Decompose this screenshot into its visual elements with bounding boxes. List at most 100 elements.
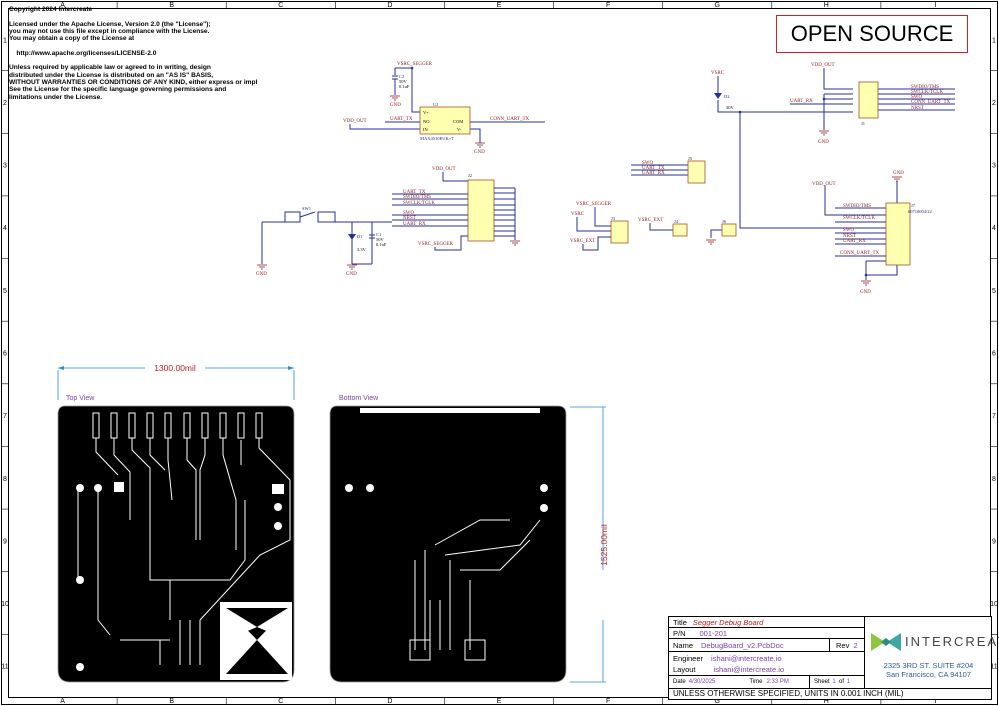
svg-text:30V: 30V — [726, 105, 735, 110]
pn-value: 001-201 — [699, 628, 728, 638]
layout-value: ishani@intercreate.io — [713, 665, 785, 674]
svg-text:VSRC_SEGGER: VSRC_SEGGER — [576, 202, 612, 207]
of-label: of — [839, 679, 845, 685]
zone-row-label: 7 — [992, 413, 996, 420]
svg-text:J6: J6 — [722, 219, 727, 224]
svg-text:GND: GND — [474, 150, 485, 155]
zone-row-label: 4 — [3, 225, 7, 232]
svg-text:3.3V: 3.3V — [357, 247, 367, 252]
intercreate-logo-icon — [871, 633, 901, 651]
svg-text:J1: J1 — [861, 121, 865, 126]
zone-row-label: 2 — [3, 100, 7, 107]
svg-text:VSRC_EXT: VSRC_EXT — [638, 218, 663, 223]
svg-text:VDD_OUT: VDD_OUT — [343, 119, 367, 124]
svg-text:NRST: NRST — [403, 216, 416, 221]
zone-row-label: 11 — [1, 664, 8, 671]
svg-text:VDD_OUT: VDD_OUT — [812, 182, 836, 187]
svg-text:NRST: NRST — [843, 234, 856, 239]
engineer-value: ishani@intercreate.io — [711, 653, 782, 663]
svg-text:VSRC_EXT: VSRC_EXT — [570, 239, 595, 244]
svg-text:MAX4510EUK+T: MAX4510EUK+T — [420, 136, 454, 141]
company-name: INTERCREATE — [905, 634, 999, 649]
zone-row-label: 6 — [992, 351, 996, 358]
time-label: Time — [749, 679, 763, 685]
top-view-label: Top View — [66, 395, 95, 402]
date-value: 4/30/2025 — [688, 679, 716, 685]
bottom-view-label: Bottom View — [339, 395, 379, 402]
zone-column-label: H — [824, 698, 829, 705]
svg-text:SW1: SW1 — [302, 206, 311, 211]
svg-text:J3: J3 — [611, 216, 616, 221]
svg-text:NO: NO — [423, 119, 430, 124]
svg-text:U1: U1 — [433, 102, 439, 107]
license-text: Copyright 2024 Intercreate Licensed unde… — [9, 6, 257, 101]
zone-column-label: G — [714, 698, 719, 705]
svg-text:V+: V+ — [423, 110, 429, 115]
svg-text:0.1uF: 0.1uF — [399, 84, 410, 89]
svg-text:GND: GND — [346, 272, 357, 277]
pcb-bottom-view: Bottom View 1525.00mil — [329, 395, 609, 683]
svg-text:UART_TX: UART_TX — [642, 166, 665, 171]
svg-text:CONN_UART_TX: CONN_UART_TX — [840, 251, 880, 256]
svg-text:GND: GND — [256, 272, 267, 277]
svg-text:UART_TX: UART_TX — [390, 117, 413, 122]
svg-text:SWDIO/TMS: SWDIO/TMS — [911, 85, 939, 90]
zone-column-label: G — [714, 2, 719, 9]
zone-row-label: 8 — [992, 476, 996, 483]
svg-text:SWO: SWO — [403, 211, 415, 216]
j2-connector: VDD_OUT J2 UART_TX SWDIO/TMS SWCLK/TCLK … — [256, 167, 520, 277]
small-connectors: J5 SWO UART_TX UART_RX VSRC_SEGGER VSRC … — [570, 156, 737, 251]
svg-text:J5: J5 — [688, 156, 693, 161]
svg-text:0.1uF: 0.1uF — [376, 242, 387, 247]
zone-column-label: D — [387, 698, 392, 705]
svg-text:IN: IN — [423, 127, 428, 132]
zone-column-label: B — [169, 698, 174, 705]
svg-text:J2: J2 — [468, 173, 472, 178]
svg-text:C1: C1 — [376, 232, 381, 237]
zone-row-label: 10 — [990, 601, 998, 608]
zone-row-label: 2 — [992, 100, 996, 107]
rev-value: 2 — [853, 641, 858, 650]
rev-label: Rev — [836, 641, 850, 650]
svg-text:SWO: SWO — [843, 228, 855, 233]
layout-label: Layout — [673, 665, 696, 674]
svg-text:VSRC: VSRC — [571, 212, 585, 217]
svg-text:V-: V- — [457, 127, 462, 132]
svg-text:UART_RX: UART_RX — [403, 222, 426, 227]
license-paragraph-1: Licensed under the Apache License, Versi… — [9, 20, 211, 43]
zone-column-label: C — [278, 2, 283, 9]
zone-column-label: I — [934, 698, 936, 705]
zone-row-label: 1 — [3, 37, 7, 44]
sheet-value: 1 — [832, 679, 836, 685]
j7-connector: GND VDD_OUT J7 60710004/22 SWDIO/TMS SWC… — [812, 171, 932, 295]
svg-text:60710004/22: 60710004/22 — [908, 209, 932, 214]
zone-column-label: F — [606, 2, 610, 9]
svg-text:VSRC_SEGGER: VSRC_SEGGER — [418, 242, 454, 247]
svg-text:SWCLK/TCLK: SWCLK/TCLK — [403, 201, 435, 206]
svg-text:UART_RX: UART_RX — [642, 171, 665, 176]
svg-text:COM: COM — [453, 119, 463, 124]
zone-row-label: 8 — [3, 476, 7, 483]
zone-column-label: C — [278, 698, 283, 705]
svg-text:VDD_OUT: VDD_OUT — [811, 63, 835, 68]
svg-text:CONN_UART_TX: CONN_UART_TX — [490, 117, 530, 122]
zone-column-label: A — [60, 2, 65, 9]
units-note: UNLESS OTHERWISE SPECIFIED, UNITS IN 0.0… — [669, 688, 991, 699]
svg-text:J7: J7 — [911, 203, 916, 208]
zone-row-label: 10 — [1, 601, 9, 608]
svg-text:UART_TX: UART_TX — [403, 190, 426, 195]
svg-text:VDD_OUT: VDD_OUT — [432, 167, 456, 172]
date-label: Date — [673, 679, 686, 685]
svg-text:VSRC: VSRC — [711, 71, 725, 76]
svg-text:GND: GND — [860, 290, 871, 295]
company-logo-area: INTERCREATE 2325 3RD ST. SUITE #204 San … — [864, 617, 999, 688]
svg-text:UART_RX: UART_RX — [790, 99, 813, 104]
svg-text:J4: J4 — [674, 219, 679, 224]
svg-text:SWO: SWO — [911, 95, 923, 100]
svg-text:GND: GND — [893, 171, 904, 176]
license-paragraph-2: Unless required by applicable law or agr… — [9, 64, 258, 101]
zone-row-label: 3 — [992, 163, 996, 170]
name-label: Name — [673, 640, 694, 650]
